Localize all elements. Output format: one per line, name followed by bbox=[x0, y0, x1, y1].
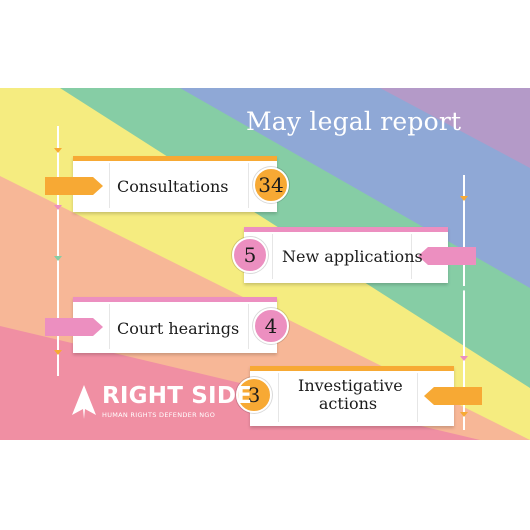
consultations-value-badge: 34 bbox=[253, 167, 289, 203]
new-applications-card bbox=[244, 227, 448, 283]
new-applications-label: New applications bbox=[282, 247, 423, 266]
right-rail-marker bbox=[460, 196, 468, 201]
card-divider bbox=[109, 304, 249, 349]
card-divider bbox=[109, 163, 249, 208]
consultations-card bbox=[73, 156, 277, 212]
court-hearings-label: Court hearings bbox=[117, 319, 240, 338]
orange-arrow-tab bbox=[424, 387, 482, 405]
card-divider bbox=[272, 234, 412, 279]
right-side-logo: RIGHT SIDE HUMAN RIGHTS DEFENDER NGO bbox=[72, 383, 252, 427]
investigative-actions-value-badge: 3 bbox=[236, 377, 272, 413]
right-rail-marker bbox=[460, 412, 468, 417]
logo-tagline: HUMAN RIGHTS DEFENDER NGO bbox=[102, 411, 216, 419]
left-rail-marker bbox=[54, 205, 62, 210]
paper-plane-logo-icon bbox=[72, 385, 96, 419]
court-hearings-card bbox=[73, 297, 277, 353]
card-divider bbox=[278, 373, 418, 422]
right-timeline-rail bbox=[463, 175, 465, 430]
right-rail-marker bbox=[460, 286, 468, 291]
investigative-actions-label: Investigative actions bbox=[298, 376, 403, 413]
pink-arrow-tab bbox=[418, 247, 476, 265]
orange-arrow-tab bbox=[45, 177, 103, 195]
court-hearings-value-badge: 4 bbox=[253, 308, 289, 344]
logo-name: RIGHT SIDE bbox=[102, 383, 253, 409]
left-rail-marker bbox=[54, 148, 62, 153]
left-rail-marker bbox=[54, 350, 62, 355]
new-applications-value-badge: 5 bbox=[232, 237, 268, 273]
consultations-label: Consultations bbox=[117, 177, 229, 196]
report-title: May legal report bbox=[246, 107, 462, 136]
left-timeline-rail bbox=[57, 126, 59, 376]
pink-arrow-tab bbox=[45, 318, 103, 336]
right-rail-marker bbox=[460, 356, 468, 361]
left-rail-marker bbox=[54, 256, 62, 261]
investigative-actions-card bbox=[250, 366, 454, 426]
